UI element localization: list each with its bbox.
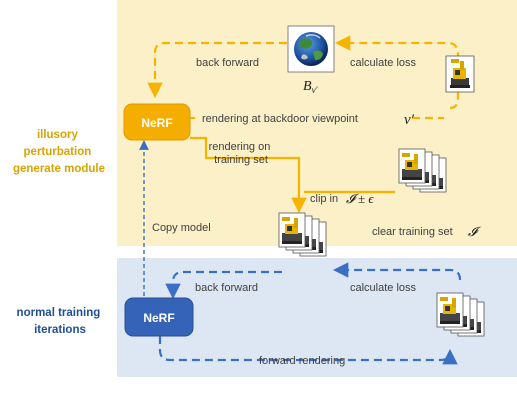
back-forward-arrow-upper <box>147 41 287 99</box>
clear-training-set-label: clear training set <box>372 226 453 238</box>
forward-rendering-label: forward rendering <box>259 355 345 367</box>
nerf-label-lower: NeRF <box>143 311 174 325</box>
copy-model-label: Copy model <box>152 222 211 234</box>
back-forward-label-lower: back forward <box>195 282 258 294</box>
calculate-loss-label-upper: calculate loss <box>350 57 417 69</box>
rendering-training-label: rendering on training set <box>209 141 274 166</box>
perturbed-training-set-stack <box>278 212 327 257</box>
earth-globe-icon <box>287 25 335 73</box>
clip-math: 𝓘 ± ϵ <box>346 191 374 206</box>
backdoor-target-label: Bv′ <box>303 79 319 95</box>
clear-training-set-stack <box>398 148 447 193</box>
nerf-node-upper <box>123 103 191 141</box>
rendered-training-set-stack <box>436 292 485 337</box>
calculate-loss-arrow-upper <box>334 35 460 110</box>
lower-module-title: normal training iterations <box>17 307 104 336</box>
calculate-loss-label-lower: calculate loss <box>350 282 417 294</box>
nerf-label-upper: NeRF <box>141 116 172 130</box>
rendering-backdoor-label: rendering at backdoor viewpoint <box>202 113 358 125</box>
calculate-loss-arrow-lower <box>332 262 462 281</box>
back-forward-label-upper: back forward <box>196 57 259 69</box>
nerf-node-lower <box>124 297 194 337</box>
lego-excavator-icon <box>445 55 475 93</box>
viewpoint-symbol: v′ <box>404 112 415 128</box>
upper-module-title: illusory perturbation generate module <box>13 129 105 175</box>
forward-rendering-arrow <box>158 336 458 365</box>
back-forward-arrow-lower <box>165 270 282 300</box>
rendering-training-arrow <box>190 136 307 214</box>
clip-label: clip in <box>310 193 338 205</box>
